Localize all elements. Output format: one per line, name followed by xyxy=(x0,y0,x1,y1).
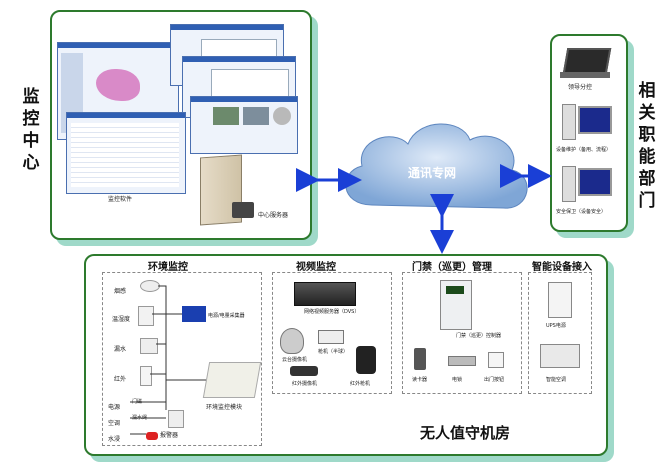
monitor-center-label: 监控中心 xyxy=(22,87,40,173)
env-sensor-1: 烟感 xyxy=(114,288,127,295)
smart-title: 智能设备接入 xyxy=(532,262,592,273)
laptop-base-icon xyxy=(560,72,610,78)
departments-label: 相关职能部门 xyxy=(638,81,656,211)
access-dev-2: 电锁 xyxy=(452,377,463,383)
env-extra-1: 电源/电量采集器 xyxy=(208,313,245,319)
dvs-icon xyxy=(294,282,356,306)
ir-camera-icon xyxy=(290,366,318,376)
server-keyboard-icon xyxy=(232,202,254,218)
cam-label-4: 红外枪机 xyxy=(350,381,371,387)
smart-ac-icon xyxy=(540,344,580,368)
env-extra-5: 报警器 xyxy=(160,432,179,439)
cam-label-1: 云台摄像机 xyxy=(282,357,308,363)
ptz-camera-icon xyxy=(280,328,304,354)
env-sensor-3: 漏水 xyxy=(114,346,127,353)
video-box xyxy=(272,272,392,394)
exit-button-icon xyxy=(488,352,504,368)
env-sensor-5: 电源 xyxy=(108,404,121,411)
cam-label-2: 枪机（半球） xyxy=(318,349,349,355)
env-sensor-7: 水浸 xyxy=(108,436,121,443)
video-tile-3 xyxy=(273,107,291,125)
env-sensor-4: 红外 xyxy=(114,376,127,383)
map-graphic xyxy=(96,69,140,101)
software-window-4 xyxy=(190,96,298,154)
software-window-5 xyxy=(66,112,186,194)
pc-tower-icon-2 xyxy=(562,166,576,202)
room-label: 无人值守机房 xyxy=(420,424,511,442)
video-tile-1 xyxy=(213,107,239,125)
access-dev-1: 读卡器 xyxy=(412,377,428,383)
access-ctrl-label: 门禁（巡更）控制器 xyxy=(456,333,502,339)
env-sensor-6: 空调 xyxy=(108,420,121,427)
smart-box xyxy=(528,272,592,394)
software-label: 监控软件 xyxy=(108,196,133,203)
ir-bullet-camera-icon xyxy=(356,346,376,374)
pc-tower-icon-1 xyxy=(562,104,576,140)
video-tile-2 xyxy=(243,107,269,125)
env-box xyxy=(102,272,262,446)
power-collector-icon xyxy=(182,306,206,322)
smart-dev-1: UPS电源 xyxy=(546,323,566,329)
dept-item-2: 设备维护（备用、流程） xyxy=(556,147,612,153)
access-dev-3: 出门按钮 xyxy=(484,377,505,383)
cam-label-3: 红外摄像机 xyxy=(292,381,318,387)
dept-item-3: 安全保卫（设备安全） xyxy=(556,209,607,215)
env-title: 环境监控 xyxy=(148,262,188,273)
monitor-icon-2 xyxy=(578,168,612,196)
access-display-icon xyxy=(446,286,464,294)
box-camera-icon xyxy=(318,330,344,344)
access-title: 门禁（巡更）管理 xyxy=(412,262,492,273)
access-box xyxy=(402,272,522,394)
env-sensor-2: 温湿度 xyxy=(112,316,131,323)
card-reader-icon xyxy=(414,348,426,370)
cloud-label: 通讯专网 xyxy=(408,166,457,180)
siren-icon xyxy=(146,432,158,440)
ir-sensor-icon xyxy=(140,366,152,386)
ups-icon xyxy=(548,282,572,318)
video-title: 视频监控 xyxy=(296,262,336,273)
dept-item-1: 领导分控 xyxy=(568,84,593,91)
humidity-sensor-icon xyxy=(138,306,154,326)
env-extra-2: 环境监控模块 xyxy=(206,404,243,411)
dvs-label: 网络视频服务器（DVS） xyxy=(304,309,360,315)
electric-lock-icon xyxy=(448,356,476,366)
alarm-icon xyxy=(168,410,184,428)
leak-sensor-icon xyxy=(140,338,158,354)
server-label: 中心服务器 xyxy=(258,212,289,219)
monitor-icon-1 xyxy=(578,106,612,134)
data-table xyxy=(71,123,179,187)
smart-dev-2: 智能空调 xyxy=(546,377,567,383)
